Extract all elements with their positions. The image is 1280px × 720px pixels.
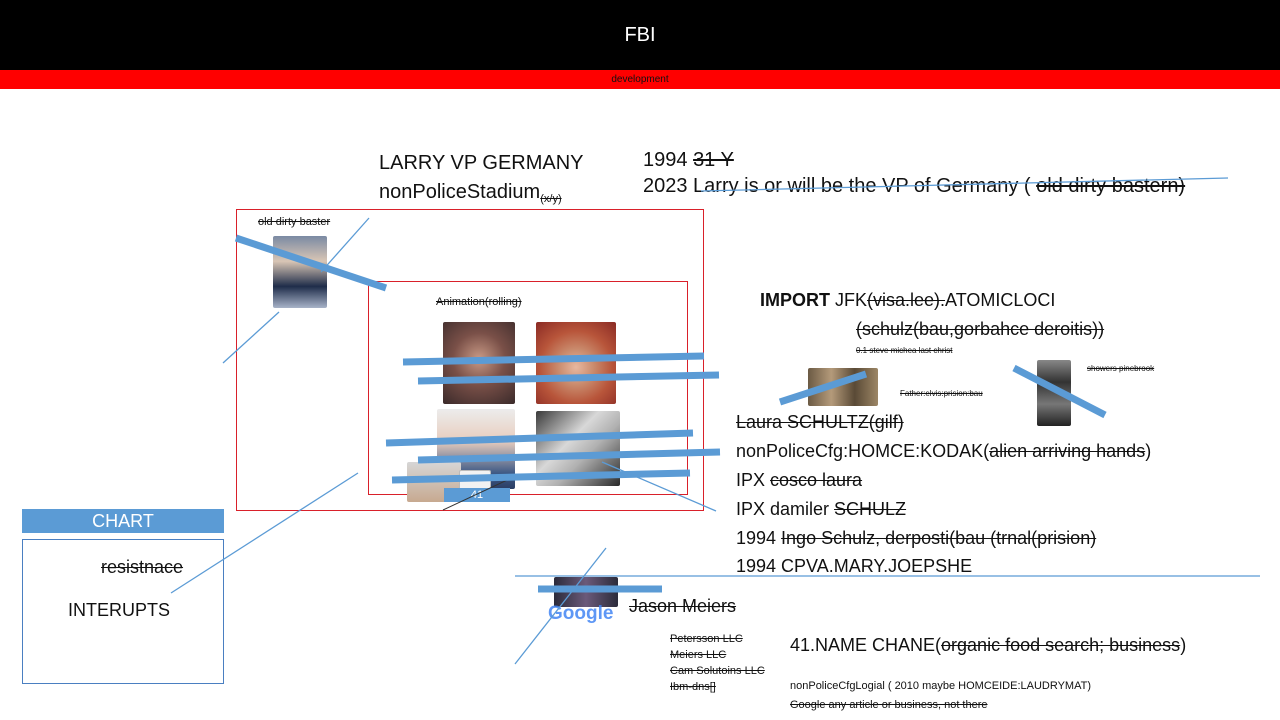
name-change-strike: organic food search; business: [941, 635, 1181, 655]
photo-tile-2: [536, 322, 616, 404]
laura-line-2-text: nonPoliceCfg:HOMCE:KODAK(: [736, 441, 990, 461]
laura-line-4-text: IPX damiler: [736, 499, 835, 519]
import-tail: ATOMICLOCI: [945, 290, 1056, 310]
inner-red-box: [368, 281, 688, 495]
import-line-2: (schulz(bau,gorbahce deroitis)): [856, 319, 1105, 339]
laura-line-4-strike: SCHULZ: [834, 499, 907, 519]
laura-line-3-strike: cosco laura: [770, 470, 863, 490]
laura-line-5-text: 1994: [736, 528, 782, 548]
chart-box: [22, 539, 224, 684]
strike-bar-3: [417, 371, 720, 385]
larry-stadium-label: nonPoliceStadium: [379, 181, 541, 203]
logial-note: nonPoliceCfgLogial ( 2010 maybe HOMCEIDE…: [790, 680, 1091, 692]
strike-bar-8: [1012, 364, 1107, 419]
laura-line-2-strike: alien arriving hands: [989, 441, 1146, 461]
larry-stadium-sub: (x/y): [540, 193, 562, 205]
company-3: Cam Solutoins LLC: [670, 665, 765, 677]
connector-line-3: [700, 177, 1229, 192]
subtitle-bar: development: [0, 70, 1280, 89]
laura-line-2-tail: ): [1145, 441, 1152, 461]
import-keyword: IMPORT: [760, 290, 830, 310]
connector-line-6: [514, 547, 607, 665]
inner-box-label: Animation(rolling): [436, 296, 522, 308]
badge-41: 41: [444, 488, 510, 502]
laura-line-3-text: IPX: [736, 470, 771, 490]
jason-meiers: Jason Meiers: [629, 596, 737, 616]
google-logo: Google: [548, 603, 614, 624]
company-4: Ibm-dns[]: [670, 681, 716, 693]
strike-bar-4: [385, 429, 694, 447]
portrait-photo: [273, 236, 327, 308]
outer-box-label: old dirty baster: [258, 216, 331, 228]
company-1: Petersson LLC: [670, 633, 743, 645]
import-jfk: JFK: [830, 290, 868, 310]
laura-line-6: 1994 CPVA.MARY.JOEPSHE: [736, 556, 973, 576]
chart-title: CHART: [92, 510, 154, 531]
strike-bar-7: [778, 370, 868, 406]
import-strike: (visa.lee).: [867, 290, 946, 310]
chart-header: CHART: [22, 509, 224, 533]
chart-interrupts: INTERUPTS: [68, 600, 171, 620]
larry-heading: LARRY VP GERMANY: [379, 152, 584, 174]
father-note: Father:elvis:prision:bau: [900, 389, 983, 398]
chart-resist: resistnace: [101, 557, 184, 577]
company-2: Meiers LLC: [670, 649, 727, 661]
laura-line-4: IPX damiler SCHULZ: [736, 499, 906, 520]
connector-line-1: [320, 217, 370, 273]
import-note: 0.1 steve michea last christ: [856, 346, 953, 355]
page-subtitle: development: [611, 74, 669, 85]
laura-line-1: Laura SCHULTZ(gilf): [736, 412, 904, 432]
connector-line-5: [601, 461, 717, 512]
name-change-text: 41.NAME CHANE(: [790, 635, 942, 655]
strike-bar-6: [391, 469, 691, 484]
name-change-tail: ): [1180, 635, 1187, 655]
strike-bar-1: [234, 234, 388, 292]
connector-line-4: [170, 472, 359, 594]
import-line: IMPORT JFK(visa.lee).ATOMICLOCI: [760, 290, 1055, 311]
google-footer-note: Google any article or business, not ther…: [790, 699, 988, 711]
larry-stadium: nonPoliceStadium(x/y): [379, 181, 562, 205]
name-change: 41.NAME CHANE(organic food search; busin…: [790, 635, 1186, 656]
title-bar: FBI: [0, 0, 1280, 70]
showers-note: showers pinebrook: [1087, 364, 1155, 373]
laura-line-3: IPX cosco laura: [736, 470, 862, 491]
laura-line-5: 1994 Ingo Schulz, derposti(bau (trnal(pr…: [736, 528, 1096, 549]
page-title: FBI: [624, 23, 656, 46]
laura-line-2: nonPoliceCfg:HOMCE:KODAK(alien arriving …: [736, 441, 1151, 462]
strike-bar-2: [402, 352, 705, 366]
timeline-year: 1994: [643, 149, 694, 171]
connector-line-2: [222, 311, 280, 364]
timeline-strike-1: 31 Y: [693, 149, 734, 171]
timeline-text-2: 2023 Larry is or will be the VP of Germa…: [643, 175, 1037, 197]
outer-red-box: [236, 209, 704, 511]
timeline-line-1: 1994 31 Y: [643, 149, 734, 172]
laura-line-5-strike: Ingo Schulz, derposti(bau (trnal(prision…: [781, 528, 1097, 548]
strike-bar-5: [417, 448, 721, 464]
